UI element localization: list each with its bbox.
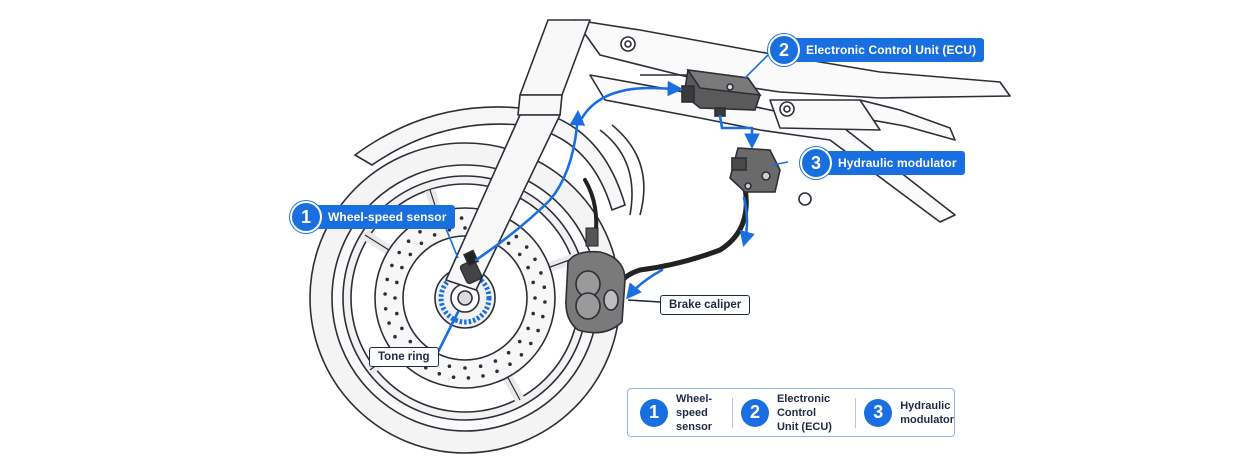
disc-hole [408,339,413,344]
disc-hole [478,364,483,369]
disc-hole [529,341,533,346]
callout-number-1: 1 [290,201,322,233]
disc-hole [517,339,522,344]
legend-text-3: Hydraulic modulator [900,399,954,426]
disc-hole [536,328,540,333]
disc-hole [495,369,499,374]
disc-hole [526,326,530,331]
disc-hole [506,241,511,246]
legend-text-2: Electronic Control Unit (ECU) [776,392,832,433]
tone-ring [438,271,492,325]
ecu-unit [681,68,762,117]
brake-hose [616,185,749,298]
legend-number-3: 3 [864,398,893,427]
legend-number-1: 1 [640,398,668,427]
disc-hole [533,296,537,300]
callout-number-2: 2 [768,34,800,66]
disc-hole [542,285,547,290]
callout-label-ecu: Electronic Control Unit (ECU) [794,38,985,62]
disc-hole [533,257,537,262]
disc-hole [466,376,471,380]
disc-hole [451,375,456,380]
disc-hole [463,366,467,370]
disc-hole [400,265,404,270]
disc-hole [481,374,485,378]
wheel-speed-sensor [459,249,483,285]
legend-number-2: 2 [740,398,769,427]
front-fork [445,19,591,291]
disc-hole [508,362,512,367]
leader-lines-dark [627,299,661,303]
disc-hole [524,245,529,249]
disc-hole [514,234,519,239]
legend-separator [855,397,857,428]
callout-ecu: 2 Electronic Control Unit (ECU) [768,34,985,66]
legend-separator [732,397,733,428]
callout-hydraulic-modulator: 3 Hydraulic modulator [800,147,965,179]
disc-hole [383,307,388,311]
callout-number-3: 3 [800,147,832,179]
hydraulic-modulator [729,147,781,193]
callout-label-hydraulic-modulator: Hydraulic modulator [826,151,965,175]
legend: 1 Wheel-speed sensor 2 Electronic Contro… [627,388,955,437]
tone-ring-label: Tone ring [369,347,439,367]
signal-lines [436,80,760,354]
disc-hole [541,314,545,319]
disc-hole [393,334,397,339]
disc-hole [395,280,399,285]
disc-hole [493,359,498,363]
disc-hole [539,271,543,275]
disc-hole [408,252,413,257]
callout-label-wheel-speed-sensor: Wheel-speed sensor [316,205,455,229]
disc-hole [418,230,422,234]
disc-hole [432,233,437,237]
disc-hole [531,280,535,285]
disc-hole [395,311,399,316]
disc-hole [531,311,535,316]
legend-item-2: 2 Electronic Control Unit (ECU) [740,389,847,436]
disc-hole [517,252,522,257]
disc-hole [397,250,402,255]
disc-hole [506,350,511,355]
legend-item-3: 3 Hydraulic modulator [864,389,954,436]
disc-hole [385,277,390,282]
disc-hole [543,300,547,304]
brake-caliper-label: Brake caliper [660,295,751,315]
disc-hole [526,265,530,270]
legend-item-1: 1 Wheel-speed sensor [640,389,724,436]
disc-hole [393,296,397,300]
disc-hole [419,241,424,246]
brake-caliper [565,250,626,334]
front-fender [353,106,626,212]
disc-hole [400,326,404,331]
disc-hole [390,263,394,268]
disc-hole [463,226,467,230]
disc-hole [383,292,387,296]
disc-hole [406,239,411,243]
callout-wheel-speed-sensor: 1 Wheel-speed sensor [290,201,455,233]
disc-hole [447,364,452,369]
legend-text-1: Wheel-speed sensor [676,392,713,433]
disc-hole [459,216,464,220]
disc-hole [387,321,391,325]
disc-hole [437,372,442,376]
disc-hole [519,353,524,357]
